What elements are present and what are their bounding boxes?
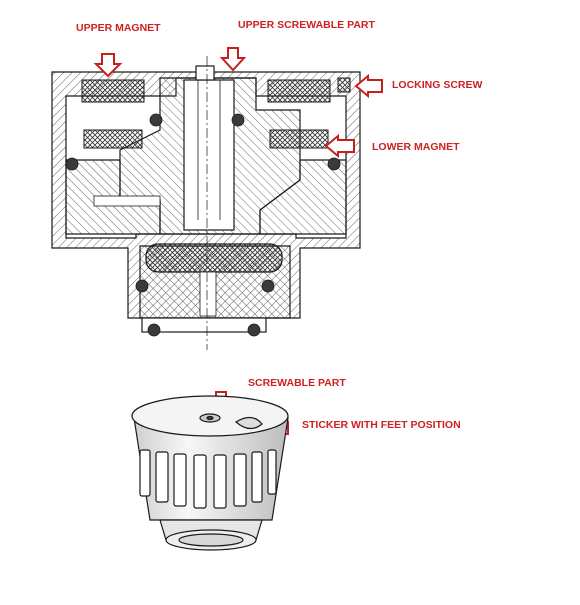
upper-screwable-part-label: UPPER SCREWABLE PART — [238, 19, 375, 31]
sticker-with-feet-position-label: STICKER WITH FEET POSITION — [302, 419, 461, 431]
cross-section-view — [51, 56, 361, 350]
locking-screw-arrow — [354, 73, 383, 99]
center-bore — [183, 79, 235, 231]
base-plate — [141, 317, 267, 333]
bottom-magnet — [145, 243, 283, 273]
upper-magnet-label: UPPER MAGNET — [76, 22, 161, 34]
lower-magnet-arrow — [324, 133, 355, 159]
upper-magnet-right — [267, 79, 331, 103]
isometric-view — [131, 395, 289, 551]
sticker — [234, 416, 263, 430]
labels: UPPER MAGNET UPPER SCREWABLE PART LOCKIN… — [76, 19, 483, 431]
grip-ribs — [139, 449, 277, 509]
lower-magnet-label: LOWER MAGNET — [372, 141, 460, 153]
lower-magnet-right — [269, 129, 329, 149]
lower-magnet-left — [83, 129, 143, 149]
screwable-part-label: SCREWABLE PART — [248, 377, 346, 389]
locking-screw-label: LOCKING SCREW — [392, 79, 483, 91]
upper-magnet-left — [81, 79, 145, 103]
locking-screw — [337, 77, 351, 93]
upper-screwable-part-arrow — [219, 47, 247, 72]
upper-magnet-arrow — [93, 53, 123, 78]
o-rings — [65, 113, 341, 337]
